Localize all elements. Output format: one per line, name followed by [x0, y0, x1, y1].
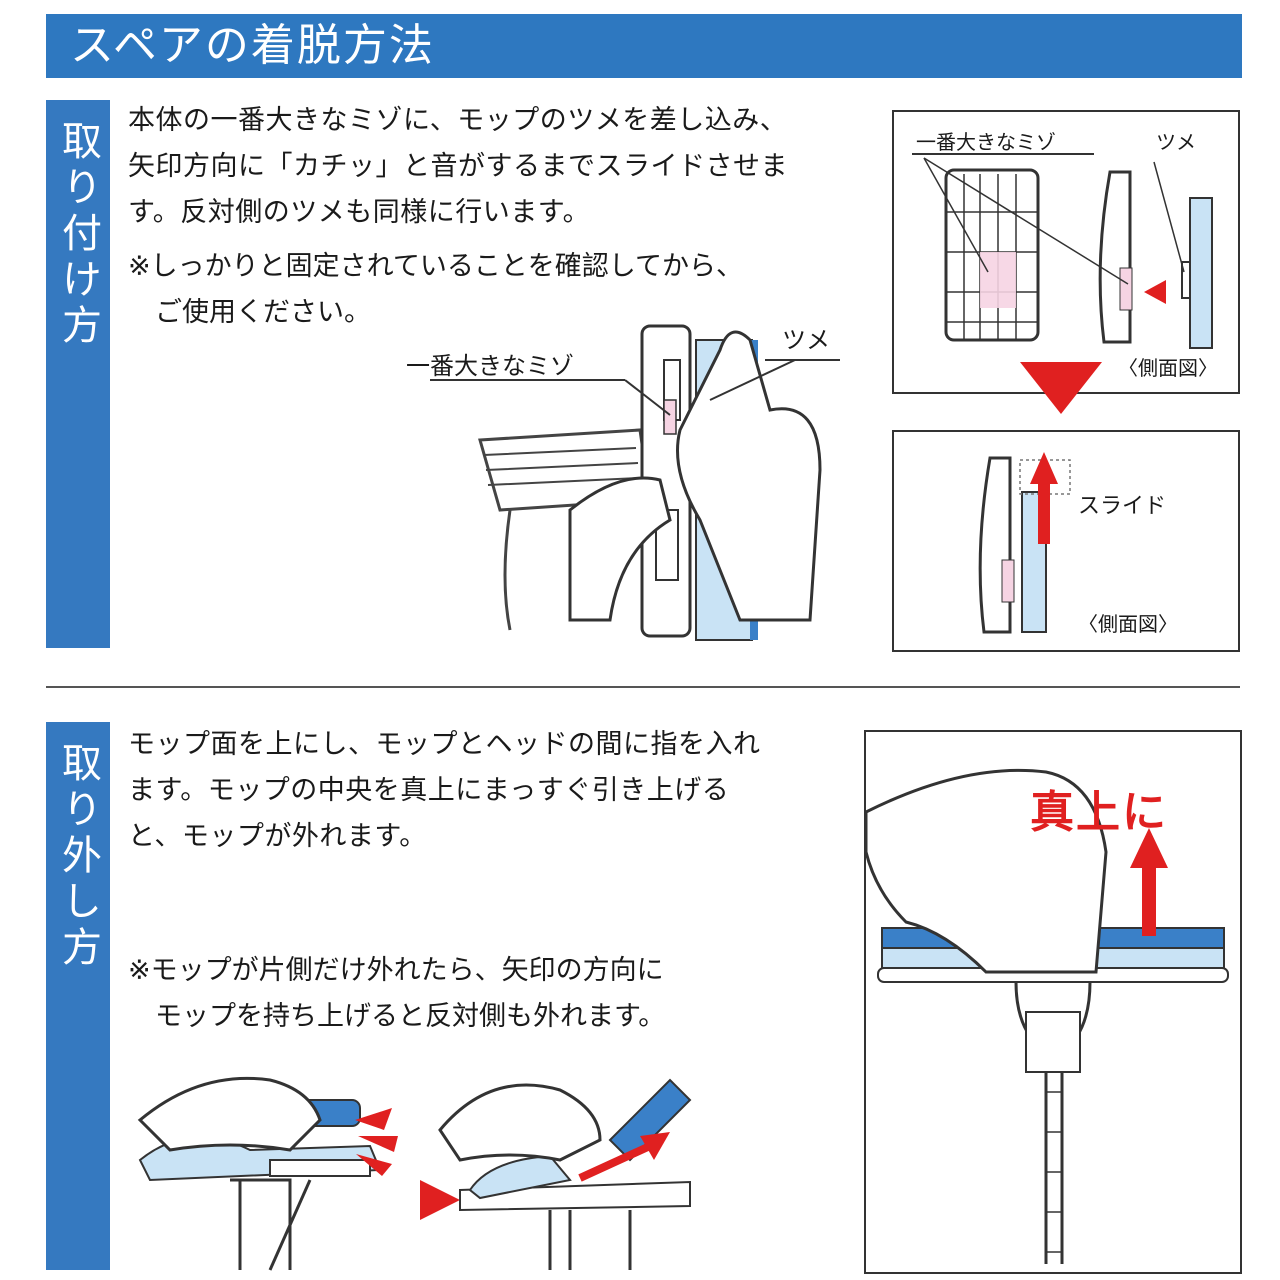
page-title: スペアの着脱方法: [70, 20, 435, 71]
box1-tab-label: ツメ: [1156, 130, 1196, 154]
detach-one-side-illustration: [137, 1076, 692, 1271]
attach-note-line-1: ※しっかりと固定されていることを確認してから、: [128, 251, 744, 282]
side-view-diagram-before: [912, 153, 1213, 349]
detach-note-line-2: モップを持ち上げると反対側も外れます。: [128, 1001, 666, 1032]
attach-tab-label: 取り付け方: [55, 120, 101, 350]
detach-line-1: モップ面を上にし、モップとヘッドの間に指を入れ: [128, 729, 761, 760]
box1-groove-label: 一番大きなミゾ: [916, 130, 1056, 154]
attach-hands-illustration: [430, 324, 840, 641]
detach-line-3: と、モップが外れます。: [128, 821, 427, 852]
section-divider: [46, 686, 1240, 688]
attach-line-2: 矢印方向に「カチッ」と音がするまでスライドさせま: [128, 151, 788, 182]
side-view-box-after: スライド 〈側面図〉: [892, 430, 1240, 652]
attach-section-tab: 取り付け方: [46, 100, 110, 648]
attach-instructions: 本体の一番大きなミゾに、モップのツメを差し込み、 矢印方向に「カチッ」と音がする…: [128, 98, 788, 236]
attach-note: ※しっかりと固定されていることを確認してから、 ご使用ください。: [128, 244, 743, 336]
attach-line-3: す。反対側のツメも同様に行います。: [128, 197, 591, 228]
detach-instructions: モップ面を上にし、モップとヘッドの間に指を入れ ます。モップの中央を真上にまっす…: [128, 722, 761, 860]
side-view-box-before: 一番大きなミゾ ツメ 〈側面図〉: [892, 110, 1240, 394]
illus-tab-label: ツメ: [782, 326, 830, 354]
box1-caption: 〈側面図〉: [1118, 356, 1218, 380]
detach-section-tab: 取り外し方: [46, 722, 110, 1270]
side-view-diagram-after: [978, 452, 1071, 634]
detach-tab-label: 取り外し方: [55, 742, 101, 972]
box2-caption: 〈側面図〉: [1078, 612, 1178, 636]
detach-line-2: ます。モップの中央を真上にまっすぐ引き上げる: [128, 775, 730, 806]
detach-note: ※モップが片側だけ外れたら、矢印の方向に モップを持ち上げると反対側も外れます。: [128, 948, 665, 1040]
attach-line-1: 本体の一番大きなミゾに、モップのツメを差し込み、: [128, 105, 788, 136]
detach-pull-up-box: 真上に: [864, 730, 1242, 1274]
down-arrow-icon: [1020, 362, 1102, 414]
box2-slide-label: スライド: [1078, 494, 1167, 519]
illus-groove-label: 一番大きなミゾ: [406, 352, 574, 380]
pull-up-label: 真上に: [1030, 787, 1168, 838]
detach-pull-up-illustration: [864, 768, 1229, 1264]
detach-note-line-1: ※モップが片側だけ外れたら、矢印の方向に: [128, 955, 664, 986]
attach-note-line-2: ご使用ください。: [128, 297, 371, 328]
title-bar: スペアの着脱方法: [46, 14, 1242, 78]
